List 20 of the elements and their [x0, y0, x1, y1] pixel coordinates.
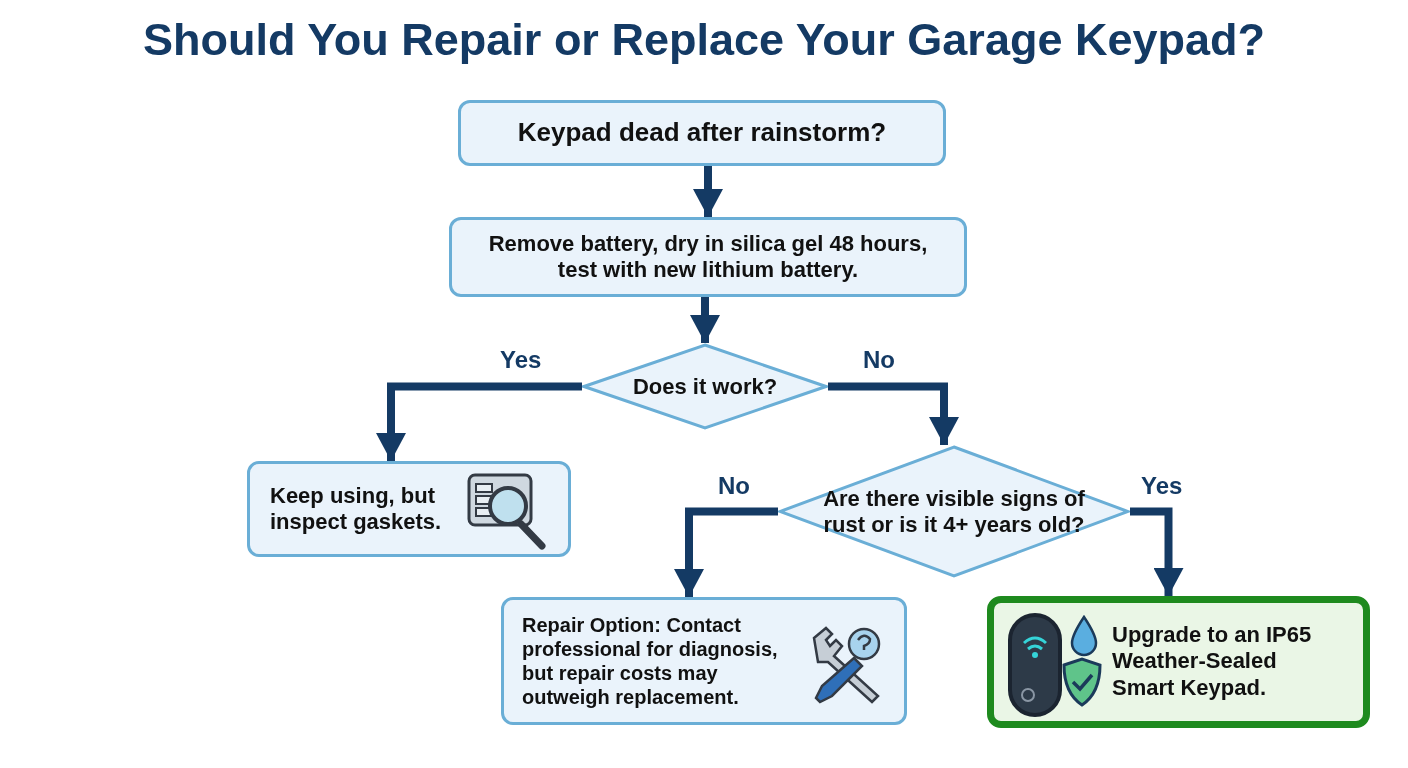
process-box — [247, 461, 571, 557]
node-text: Are there visible signs of rust or is it 4+ years old? — [822, 485, 1086, 538]
decision-diamond — [582, 343, 828, 430]
arrow — [828, 382, 959, 445]
process-box — [501, 597, 907, 725]
process-box — [458, 100, 946, 166]
node-text: Does it work? — [631, 373, 779, 400]
title: Should You Repair or Replace Your Garage Keypad? — [142, 14, 1266, 66]
result-box — [987, 596, 1370, 728]
arrow — [376, 382, 582, 461]
arrow — [674, 507, 778, 597]
node-text: Keep using, but inspect gaskets. — [270, 482, 443, 536]
arrow — [693, 166, 723, 217]
node-text: Keypad dead after rainstorm? — [516, 117, 888, 149]
node-text: Repair Option: Contact professional for diagnosis, but repair costs may outweigh replacement. — [522, 613, 779, 709]
process-box — [449, 217, 967, 297]
node-text: Remove battery, dry in silica gel 48 hours, test with new lithium battery. — [487, 230, 929, 284]
arrow — [690, 297, 720, 343]
node-text: Upgrade to an IP65 Weather-Sealed Smart Keypad. — [1112, 622, 1313, 702]
decision-diamond — [778, 445, 1130, 578]
